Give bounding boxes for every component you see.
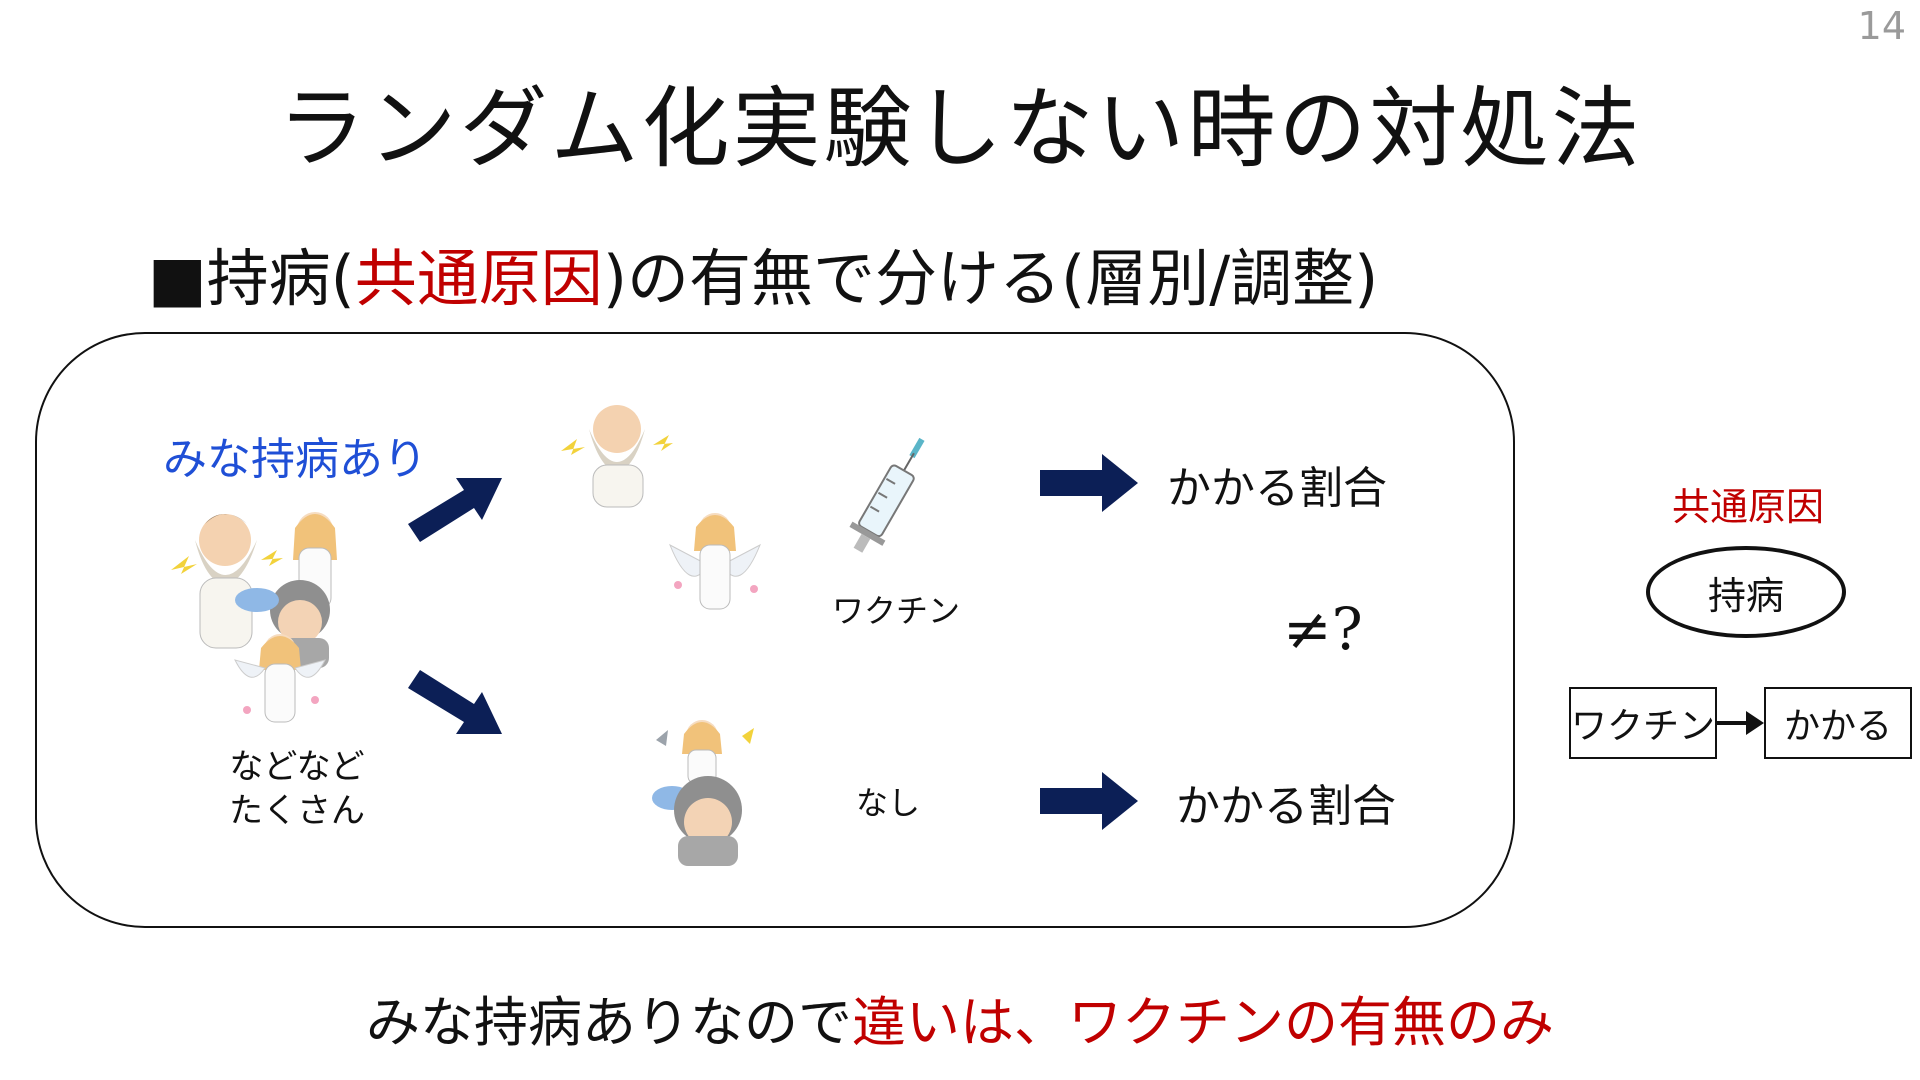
arrow-up-right-icon xyxy=(402,462,512,552)
outcome-rate-unvaccinated: かかる割合 xyxy=(1176,770,1396,834)
zeus-illustration xyxy=(171,514,283,648)
arrow-right-icon xyxy=(1040,770,1140,832)
page-number: 14 xyxy=(1858,4,1906,48)
group-caption-line1: などなど xyxy=(217,745,377,789)
group-caption: などなど たくさん xyxy=(217,745,377,833)
vaccine-node: ワクチン xyxy=(1569,687,1717,759)
vaccine-node-label: ワクチン xyxy=(1571,697,1715,749)
subtitle-part3: )の有無で分ける(層別/調整) xyxy=(603,242,1378,315)
no-vaccine-label: なし xyxy=(856,778,920,824)
subtitle-part1: 持病( xyxy=(207,242,355,315)
philosopher-illustration xyxy=(650,710,760,870)
slide-subtitle: ■持病(共通原因)の有無で分ける(層別/調整) xyxy=(148,228,1378,318)
not-equal-question: ≠? xyxy=(1283,595,1363,663)
conclusion-part1: みな持病ありなので xyxy=(366,991,852,1054)
condition-node-label: 持病 xyxy=(1708,565,1784,620)
outcome-node: かかる xyxy=(1764,687,1912,759)
outcome-rate-vaccinated: かかる割合 xyxy=(1167,452,1387,516)
vaccine-label: ワクチン xyxy=(832,586,960,632)
group-label: みな持病あり xyxy=(163,423,427,487)
angel-illustration xyxy=(660,505,770,615)
conclusion-part2: 違いは、ワクチンの有無のみ xyxy=(852,991,1554,1054)
condition-node: 持病 xyxy=(1646,546,1846,638)
outcome-node-label: かかる xyxy=(1784,697,1892,749)
character-group-illustration xyxy=(165,500,385,730)
causal-arrow-icon xyxy=(1716,707,1766,739)
slide-title: ランダム化実験しない時の対処法 xyxy=(0,58,1920,185)
syringe-icon xyxy=(845,430,945,570)
zeus-illustration xyxy=(555,395,675,510)
common-cause-label: 共通原因 xyxy=(1672,476,1824,531)
conclusion-text: みな持病ありなので違いは、ワクチンの有無のみ xyxy=(0,978,1920,1057)
group-caption-line2: たくさん xyxy=(217,789,377,833)
bullet-square: ■ xyxy=(148,242,207,315)
arrow-down-right-icon xyxy=(402,660,512,750)
subtitle-common-cause: 共通原因 xyxy=(355,242,603,315)
arrow-right-icon xyxy=(1040,452,1140,514)
